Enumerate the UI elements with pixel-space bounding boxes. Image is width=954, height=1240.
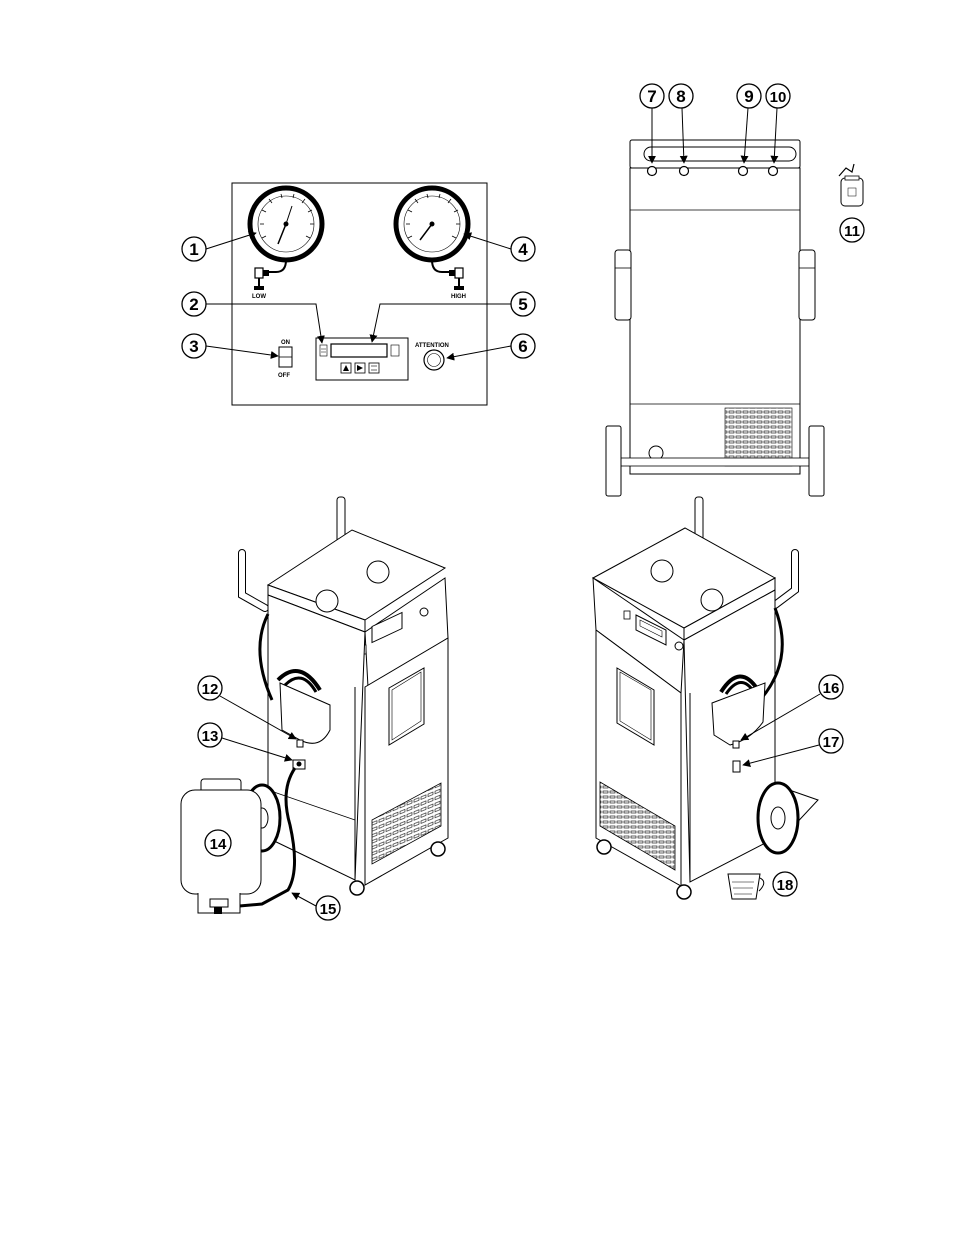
callout-12: 12 <box>197 675 297 740</box>
svg-text:15: 15 <box>320 901 337 918</box>
attention-light: ATTENTION <box>415 343 449 371</box>
callout-8: 8 <box>668 83 694 164</box>
power-switch: ON OFF <box>278 340 293 379</box>
svg-text:11: 11 <box>844 223 860 240</box>
callout-17: 17 <box>742 728 844 768</box>
display-keypad <box>315 337 409 381</box>
svg-text:12: 12 <box>202 681 219 698</box>
svg-text:14: 14 <box>210 836 227 853</box>
svg-text:10: 10 <box>770 89 787 106</box>
svg-text:16: 16 <box>823 680 840 697</box>
low-pressure-gauge: LOW <box>247 185 325 300</box>
svg-text:18: 18 <box>777 877 794 894</box>
callout-1: 1 <box>181 231 257 262</box>
callout-16: 16 <box>740 674 844 741</box>
on-label: ON <box>281 340 290 346</box>
svg-text:1: 1 <box>189 240 198 259</box>
svg-text:5: 5 <box>518 295 527 314</box>
callout-7: 7 <box>639 83 665 164</box>
attention-label: ATTENTION <box>415 343 449 349</box>
right-isometric-view: 16 17 18 <box>591 496 844 900</box>
control-panel: LOW HIGH ON OF <box>181 182 536 406</box>
callout-9: 9 <box>736 83 762 164</box>
high-gauge-label: HIGH <box>451 294 466 300</box>
svg-text:17: 17 <box>823 734 840 751</box>
back-view: 7 8 9 10 11 <box>605 83 865 497</box>
callout-14: 14 <box>204 829 232 857</box>
high-pressure-gauge: HIGH <box>393 185 471 300</box>
left-isometric-view: 12 13 14 15 <box>180 496 449 921</box>
oil-bottle <box>838 163 864 207</box>
callout-15: 15 <box>291 892 341 921</box>
callout-11: 11 <box>839 217 865 243</box>
svg-text:6: 6 <box>518 337 527 356</box>
callout-6: 6 <box>446 333 536 361</box>
off-label: OFF <box>278 373 290 379</box>
svg-text:8: 8 <box>676 87 685 106</box>
callout-5: 5 <box>369 291 536 343</box>
svg-text:3: 3 <box>189 337 198 356</box>
svg-text:4: 4 <box>518 240 528 259</box>
svg-text:2: 2 <box>189 295 198 314</box>
callout-2: 2 <box>181 291 325 344</box>
low-gauge-label: LOW <box>252 294 266 300</box>
svg-text:9: 9 <box>744 87 753 106</box>
callout-3: 3 <box>181 333 279 359</box>
measuring-cup <box>727 873 765 900</box>
callout-4: 4 <box>463 232 536 262</box>
callout-10: 10 <box>765 83 791 164</box>
svg-text:7: 7 <box>647 87 656 106</box>
callout-13: 13 <box>197 722 293 762</box>
callout-18: 18 <box>772 871 798 897</box>
svg-text:13: 13 <box>202 728 219 745</box>
